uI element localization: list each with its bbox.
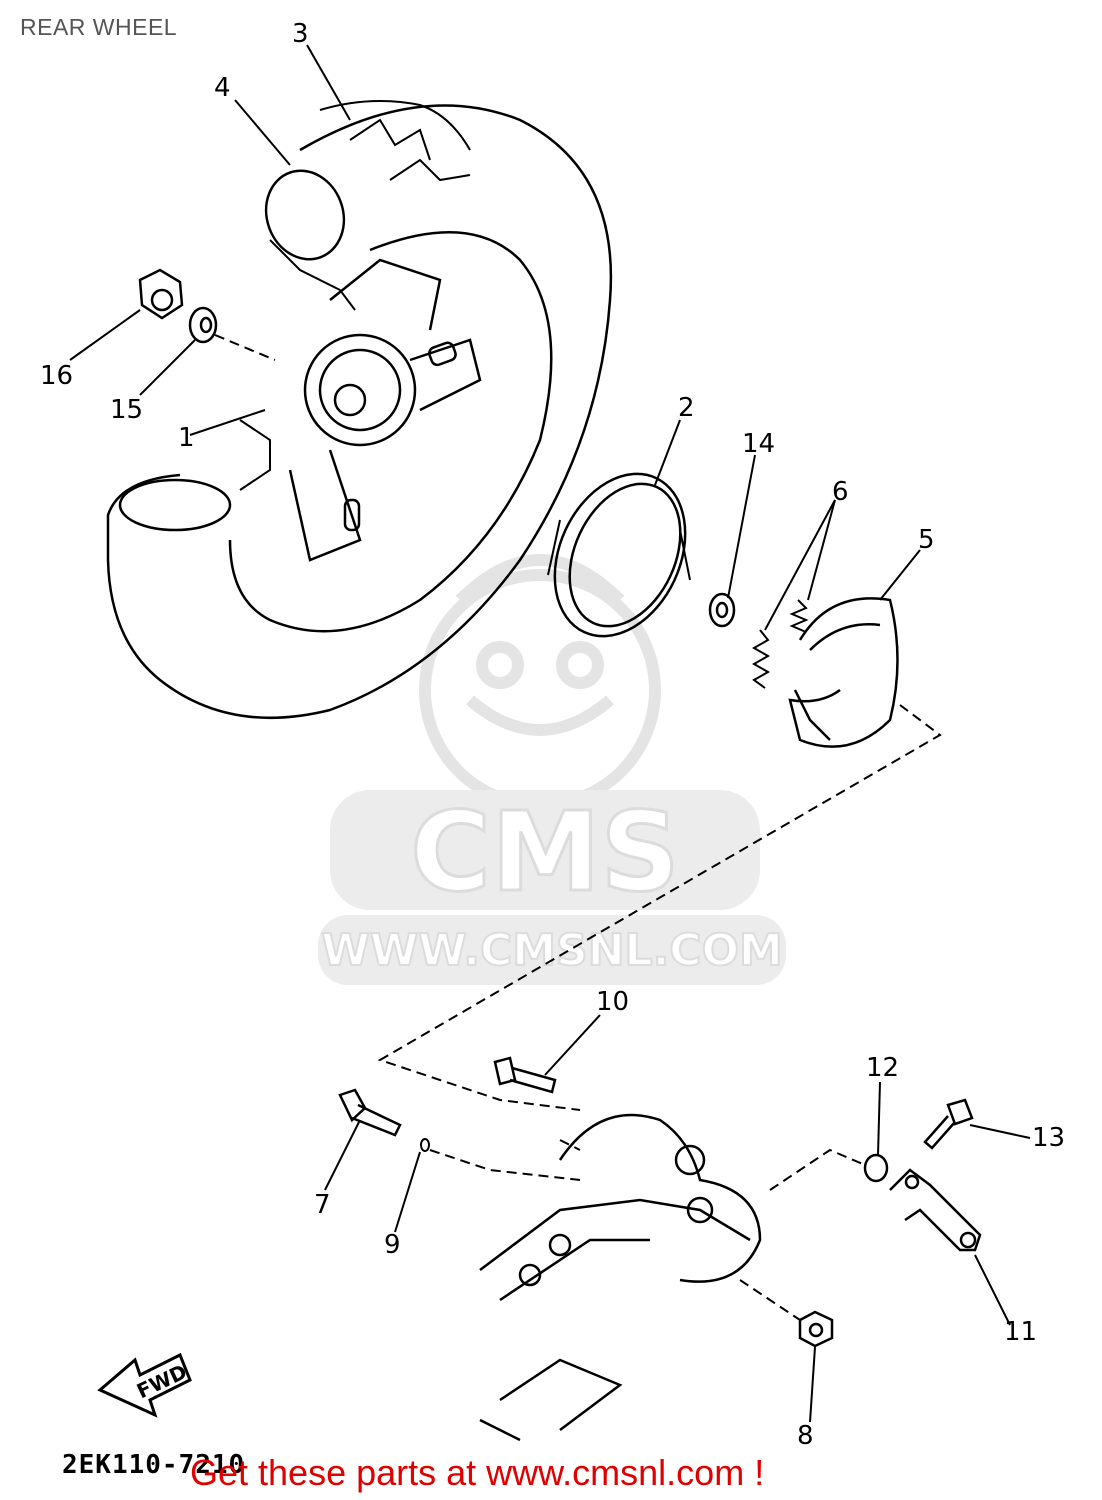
wheel-spoke-top — [329, 258, 442, 331]
assembly-dashed-lines — [214, 334, 942, 1321]
part-6-brake-springs[interactable] — [751, 599, 809, 689]
part-11-brake-cam-lever[interactable] — [889, 1168, 982, 1252]
fwd-label: FWD — [133, 1359, 191, 1403]
watermark: CMS WWW.CMSNL.COM — [318, 554, 786, 985]
callout-8: 8 — [797, 1421, 814, 1451]
callout-labels: 1 2 3 4 5 6 7 8 9 10 11 12 13 14 15 16 — [40, 19, 1065, 1451]
watermark-brand: CMS — [410, 788, 679, 916]
wheel-spoke-right — [409, 338, 482, 412]
watermark-url: WWW.CMSNL.COM — [321, 925, 783, 976]
leader-lines — [69, 44, 1031, 1423]
watermark-url-badge — [318, 915, 786, 985]
part-14-washer[interactable] — [708, 592, 736, 628]
callout-10: 10 — [596, 987, 629, 1017]
wheel-axle-hole — [333, 383, 367, 417]
page-title: REAR WHEEL — [20, 14, 178, 40]
part-15-washer[interactable] — [188, 306, 218, 344]
tire-inner-rim — [228, 230, 553, 633]
callout-16: 16 — [40, 361, 73, 391]
part-10-bolt[interactable] — [493, 1056, 557, 1094]
part-2-brake-ring[interactable] — [530, 453, 711, 658]
callout-4: 4 — [214, 73, 231, 103]
callout-1: 1 — [178, 423, 195, 453]
callout-14: 14 — [742, 429, 775, 459]
wheel-spoke-bottom — [288, 449, 362, 562]
part-13-bolt[interactable] — [923, 1098, 974, 1150]
callout-11: 11 — [1004, 1317, 1037, 1347]
tire-outline — [106, 104, 613, 720]
callout-7: 7 — [314, 1190, 331, 1220]
callout-6: 6 — [832, 477, 849, 507]
callout-3: 3 — [292, 19, 309, 49]
part-12-washer[interactable] — [863, 1153, 889, 1183]
watermark-badge — [330, 790, 760, 910]
watermark-mascot — [419, 554, 661, 811]
part-7-bolt[interactable] — [338, 1088, 402, 1137]
fwd-arrow: FWD — [97, 1352, 192, 1418]
callout-5: 5 — [918, 525, 935, 555]
diagram-code: 2EK110-7210 — [62, 1450, 246, 1480]
tire-section-top — [264, 169, 346, 261]
callout-15: 15 — [110, 395, 143, 425]
brake-plate-assembly[interactable] — [479, 1113, 762, 1442]
footer-parts-link[interactable]: Get these parts at www.cmsnl.com ! — [190, 1452, 765, 1493]
tire-section-bottom — [118, 478, 232, 532]
part-1-rear-wheel[interactable] — [106, 100, 613, 720]
part-16-nut[interactable] — [138, 268, 184, 320]
callout-12: 12 — [866, 1053, 899, 1083]
wheel-hub — [303, 333, 417, 447]
callout-13: 13 — [1032, 1123, 1065, 1153]
callout-2: 2 — [678, 393, 695, 423]
part-9-o-ring[interactable] — [420, 1138, 430, 1152]
part-8-nut[interactable] — [798, 1310, 834, 1348]
part-5-brake-shoe[interactable] — [788, 597, 899, 748]
tire-tread — [319, 100, 471, 151]
callout-9: 9 — [384, 1230, 401, 1260]
